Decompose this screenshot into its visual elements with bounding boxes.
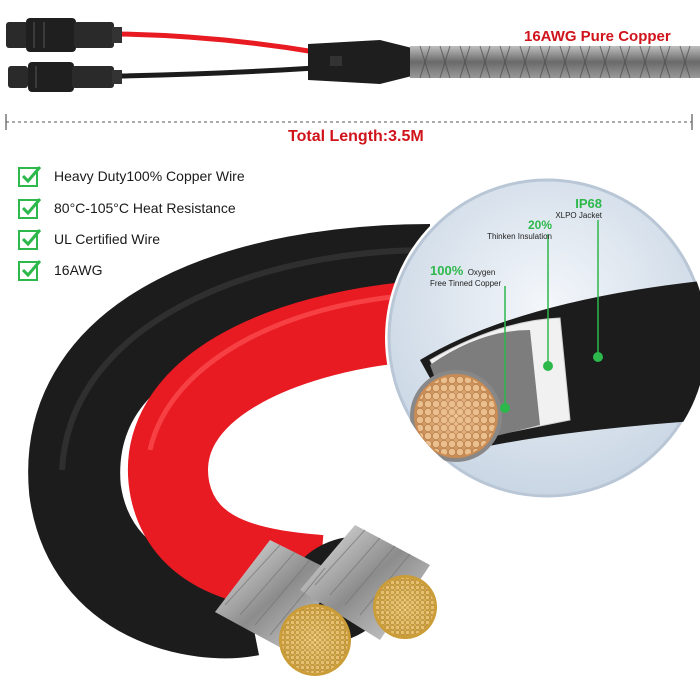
callout-jacket: IP68 XLPO Jacket	[548, 196, 602, 220]
callout-insulation-value: 20%	[527, 218, 552, 232]
feature-item: UL Certified Wire	[18, 227, 160, 251]
check-icon	[18, 260, 42, 281]
feature-item: 16AWG	[18, 258, 103, 282]
feature-text: 80°C-105°C Heat Resistance	[54, 200, 236, 216]
feature-text: UL Certified Wire	[54, 231, 161, 247]
callout-copper-line2: Free Tinned Copper	[430, 279, 502, 288]
check-icon	[18, 166, 42, 187]
callout-copper-value: 100%	[430, 263, 464, 278]
check-icon	[18, 198, 42, 219]
callout-jacket-value: IP68	[575, 196, 602, 211]
check-icon	[18, 229, 42, 250]
feature-item: Heavy Duty100% Copper Wire	[18, 164, 245, 188]
callout-jacket-line1: XLPO Jacket	[555, 211, 602, 220]
total-length-label: Total Length:3.5M	[288, 128, 424, 145]
cross-section-zoom	[385, 176, 700, 500]
product-title: 16AWG Pure Copper	[524, 28, 671, 45]
length-dimension-line	[5, 114, 693, 130]
feature-text: 16AWG	[54, 262, 103, 278]
feature-text: Heavy Duty100% Copper Wire	[54, 168, 245, 184]
feature-item: 80°C-105°C Heat Resistance	[18, 196, 236, 220]
curved-cables	[28, 224, 437, 676]
callout-copper-line1: Oxygen	[467, 268, 496, 277]
callout-insulation: 20% Thinken Insulation	[478, 218, 552, 241]
callout-insulation-line1: Thinken Insulation	[487, 232, 552, 241]
top-connectors	[6, 18, 700, 92]
callout-copper: 100% Oxygen Free Tinned Copper	[430, 262, 501, 288]
